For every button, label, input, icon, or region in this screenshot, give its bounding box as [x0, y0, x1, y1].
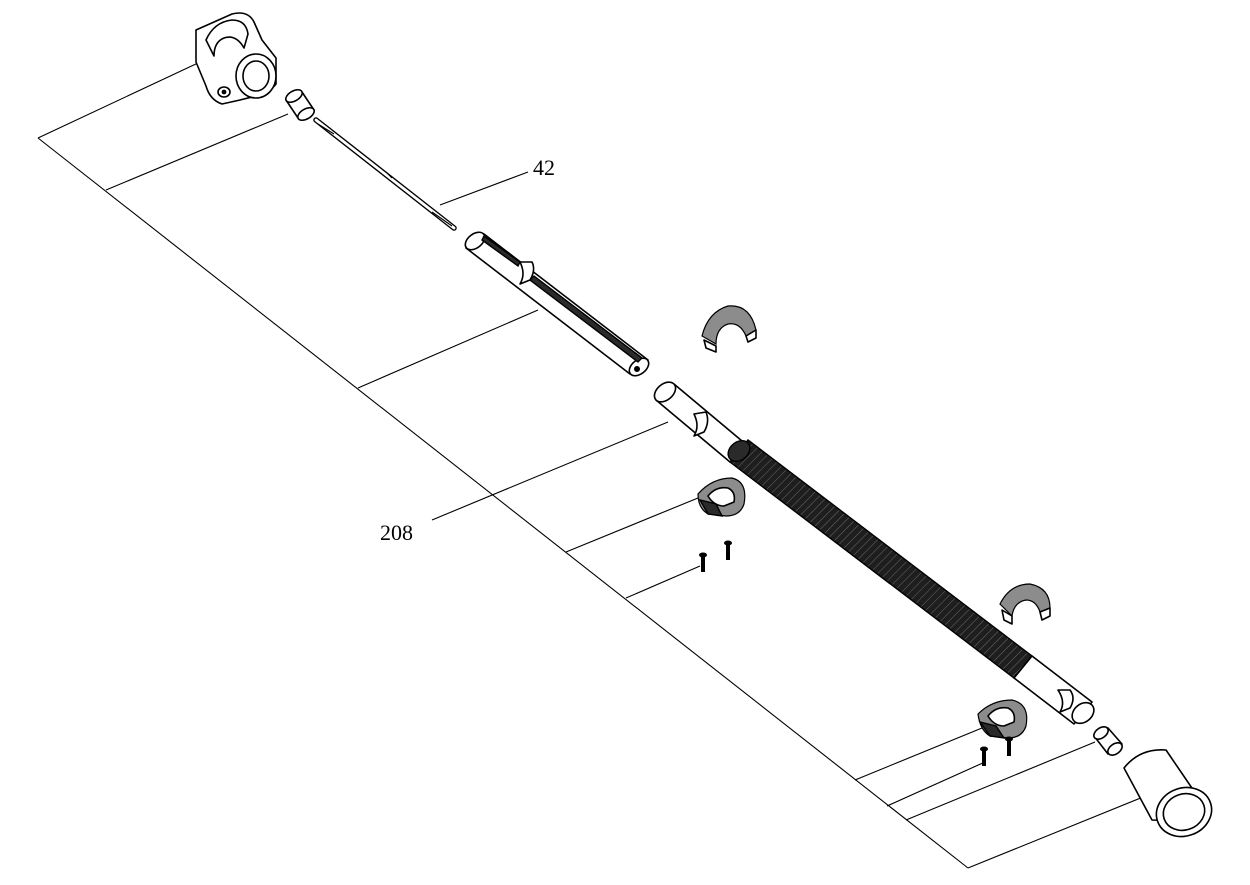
upper-clamp-icon	[701, 305, 757, 353]
top-housing-icon	[195, 12, 277, 105]
leader-slotted-shaft	[357, 309, 539, 389]
leader-screws-lower	[886, 761, 986, 807]
leader-sleeve	[105, 113, 289, 191]
leader-mid-clamp	[565, 497, 699, 553]
callout-208: 208	[380, 520, 413, 545]
leader-screws-upper	[625, 565, 701, 599]
end-sleeve-icon	[1123, 749, 1213, 838]
leader-end-sleeve	[967, 794, 1149, 869]
end-cap-icon	[1093, 726, 1123, 756]
slotted-shaft-icon	[464, 231, 650, 377]
assembly-leader-lines	[37, 62, 1149, 869]
callout-42-label: 42	[533, 155, 555, 180]
right-clamp-icon	[999, 583, 1051, 625]
knurled-tube-icon	[653, 381, 1095, 725]
callout-208-label: 208	[380, 520, 413, 545]
leader-top-housing	[37, 62, 199, 139]
callout-42: 42	[439, 155, 555, 206]
screws-pair-upper-icon	[699, 540, 732, 572]
sleeve-icon	[285, 88, 315, 122]
leader-knurled-tube-a	[431, 421, 669, 521]
leader-end-cap	[905, 741, 1096, 821]
mid-clamp-icon	[697, 477, 746, 517]
callout-42-leader	[439, 171, 529, 206]
screws-pair-lower-icon	[980, 736, 1013, 766]
lower-clamp-icon	[977, 699, 1028, 739]
threaded-rod-icon	[313, 117, 457, 231]
leader-lower-clamp	[854, 727, 983, 781]
assembly-baseline	[37, 137, 969, 869]
